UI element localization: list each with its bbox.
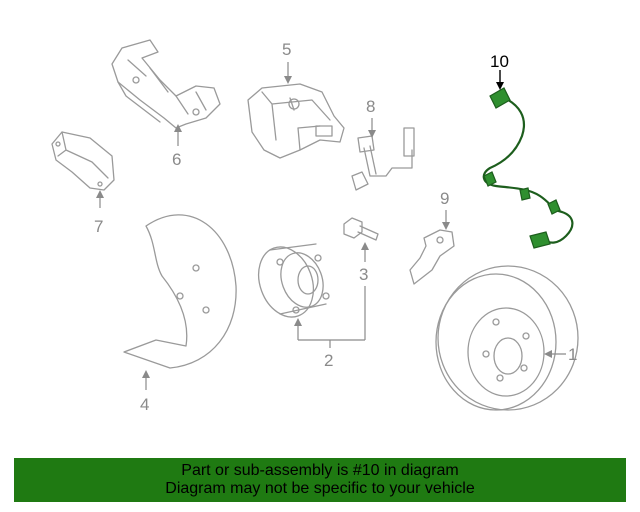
- wheel-hub-part[interactable]: [249, 239, 330, 324]
- shield-bracket-part[interactable]: [409, 229, 455, 285]
- brake-hose-part[interactable]: [351, 127, 415, 191]
- part-info-banner: Part or sub-assembly is #10 in diagram D…: [14, 458, 626, 502]
- callout-6[interactable]: 6: [172, 150, 181, 169]
- callout-3[interactable]: 3: [359, 265, 368, 284]
- callout-4[interactable]: 4: [140, 395, 149, 414]
- wheel-speed-sensor-part[interactable]: [482, 87, 574, 249]
- callout-9[interactable]: 9: [440, 189, 449, 208]
- banner-line-disclaimer: Diagram may not be specific to your vehi…: [165, 480, 475, 497]
- banner-line-part: Part or sub-assembly is #10 in diagram: [181, 462, 459, 479]
- callout-1[interactable]: 1: [568, 345, 577, 364]
- brake-pads-part[interactable]: [51, 131, 115, 191]
- brake-caliper-part[interactable]: [247, 83, 345, 159]
- callout-5[interactable]: 5: [282, 40, 291, 59]
- hub-bolt-part[interactable]: [343, 217, 379, 241]
- brake-rotor-part[interactable]: [435, 265, 579, 411]
- splash-shield-part[interactable]: [123, 214, 237, 369]
- callout-7[interactable]: 7: [94, 217, 103, 236]
- caliper-bracket-part[interactable]: [111, 39, 221, 129]
- callout-10[interactable]: 10: [490, 52, 509, 71]
- callout-2[interactable]: 2: [324, 351, 333, 370]
- callout-8[interactable]: 8: [366, 97, 375, 116]
